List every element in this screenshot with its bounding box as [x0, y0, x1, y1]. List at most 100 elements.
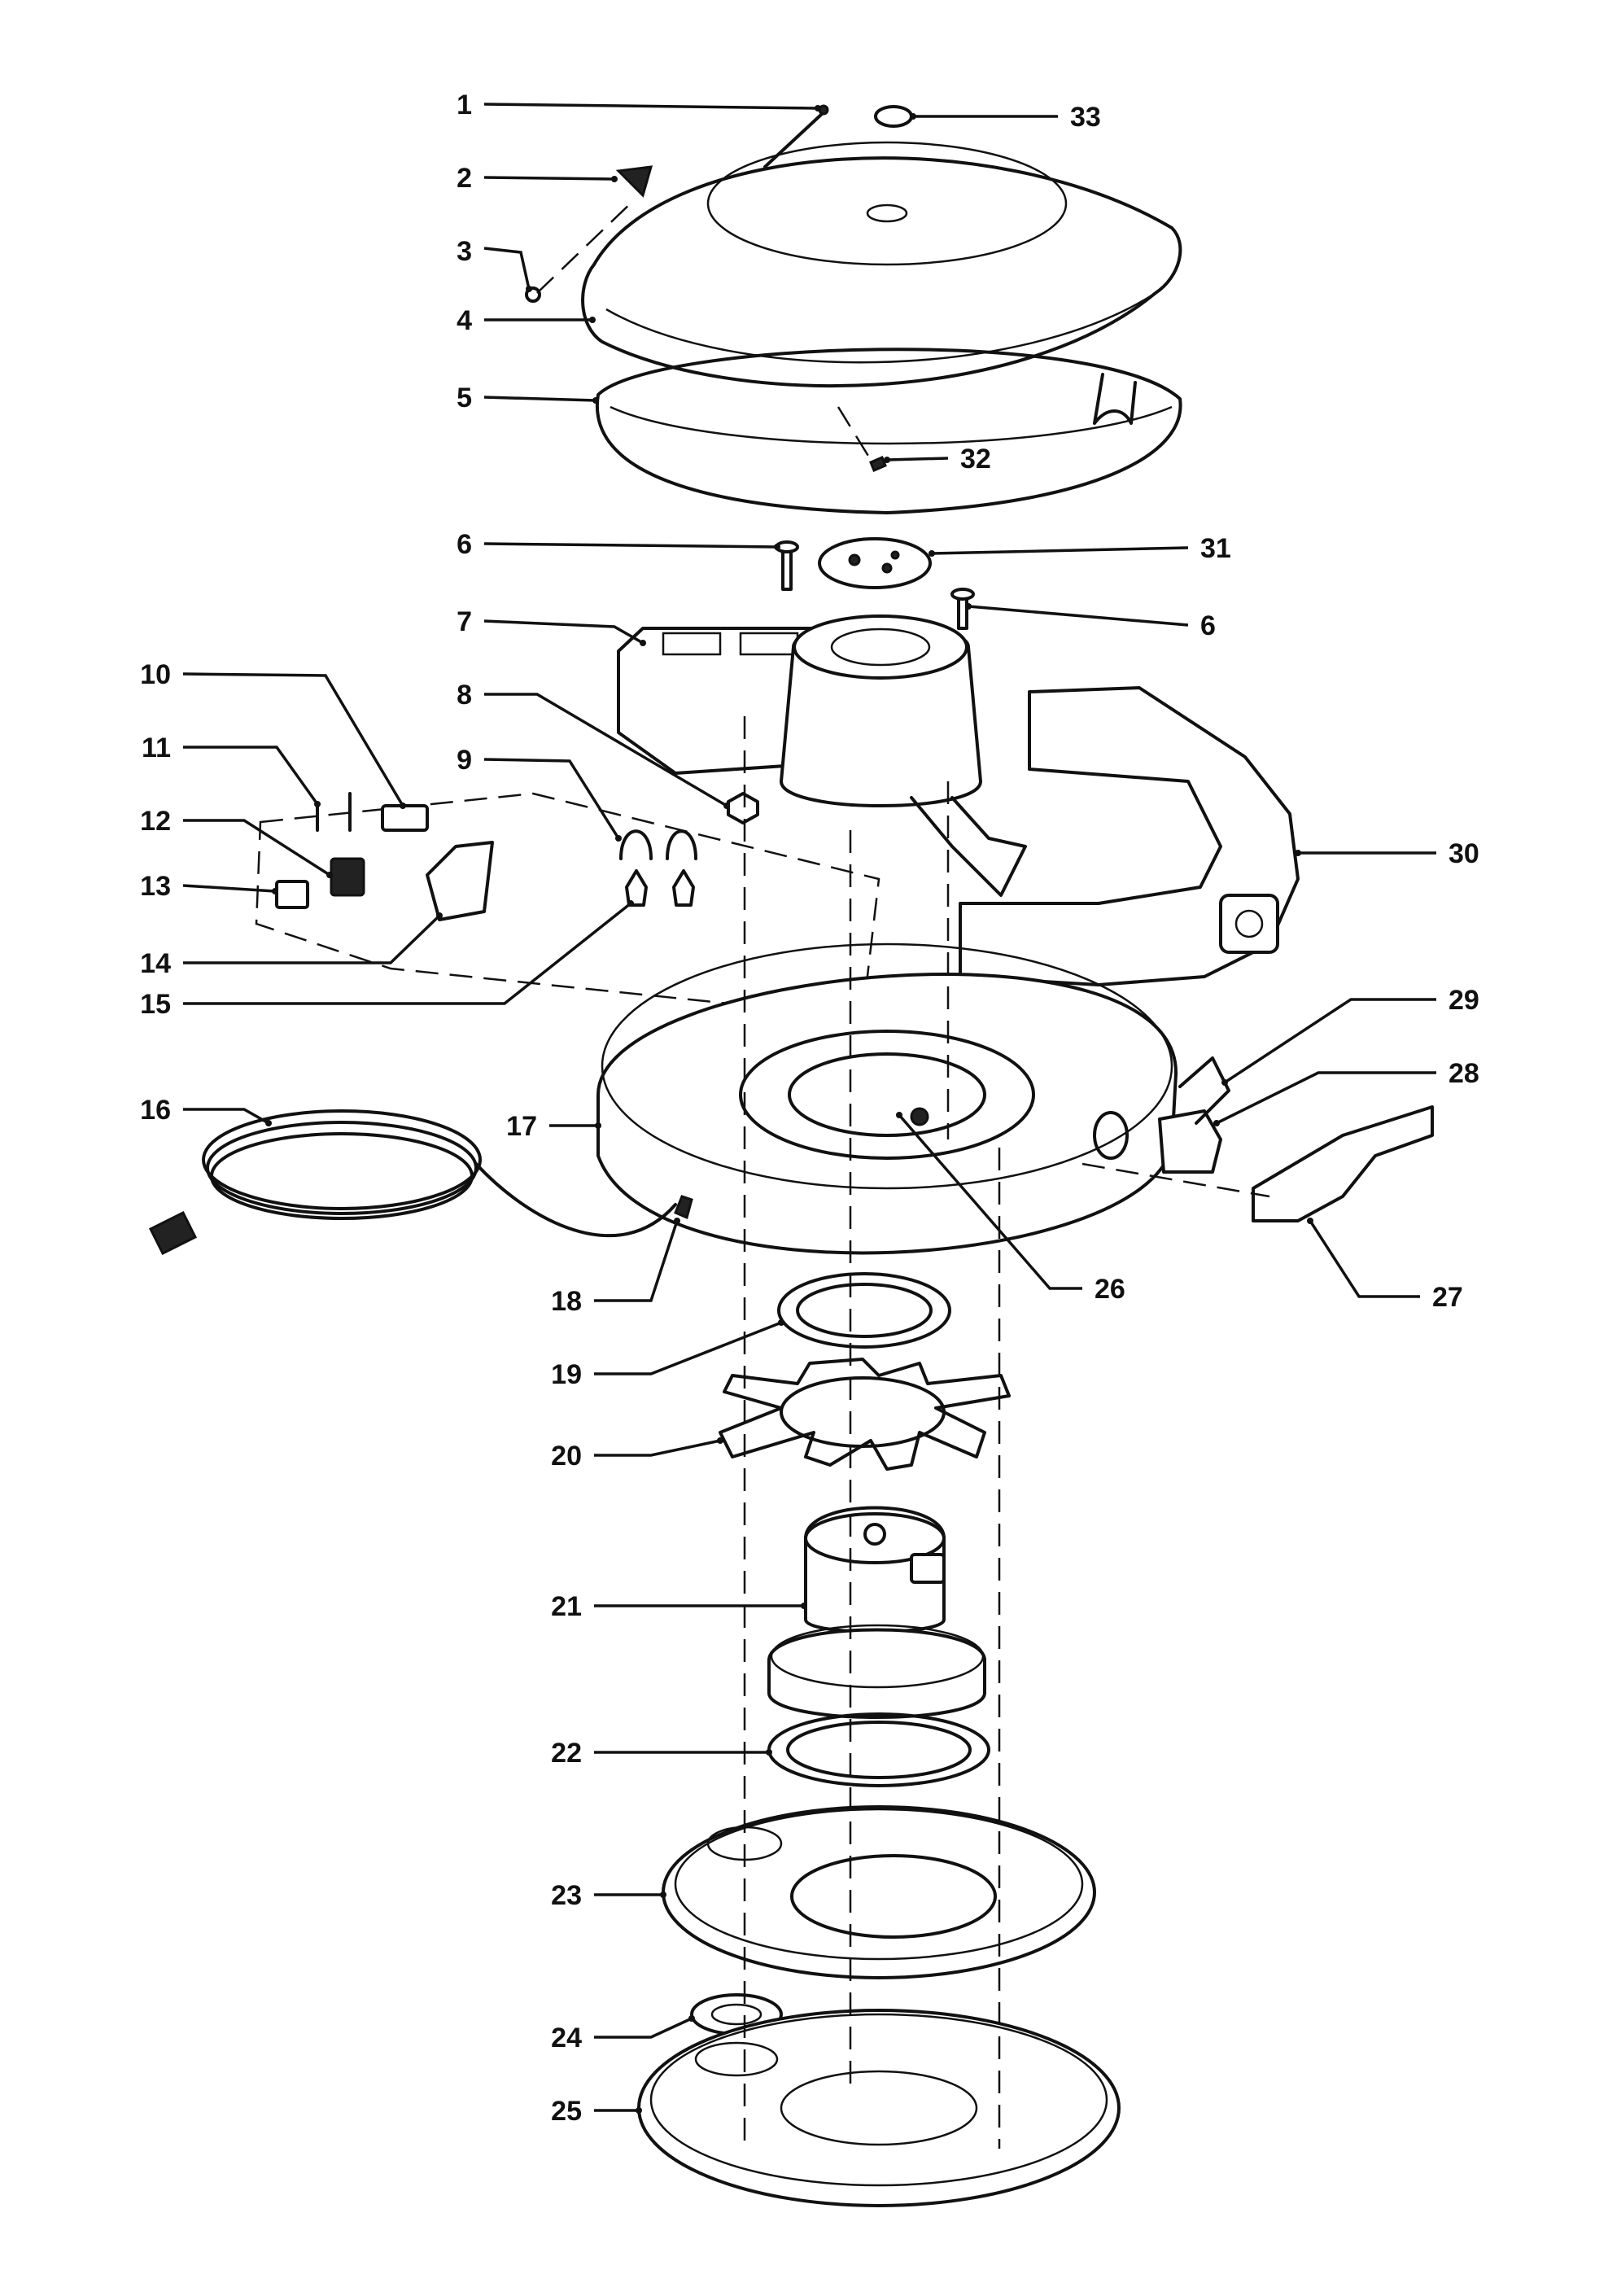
hex-nut: [727, 792, 759, 824]
gasket-inner-edge: [610, 405, 1173, 445]
mounting-plate: [662, 1805, 1096, 1979]
switch-plate: [275, 880, 309, 909]
cover-top-recess: [706, 141, 1068, 266]
leader-arrowhead-14: [436, 912, 443, 919]
leader-arrowhead-17: [595, 1122, 601, 1129]
leader-line-12: [183, 819, 330, 877]
leader-line-6: [968, 605, 1189, 627]
align-line-e: [1081, 1162, 1270, 1198]
motor-fan-housing-top: [770, 1624, 985, 1689]
carry-handle: [1252, 1105, 1434, 1222]
base-ring-assembly: [596, 942, 1434, 1255]
leader-arrowhead-6: [774, 544, 780, 550]
callout-label-14: 14: [140, 948, 171, 979]
cord-coil-3: [210, 1132, 474, 1220]
callout-label-23: 23: [551, 1880, 582, 1911]
leader-arrowhead-15: [627, 900, 634, 907]
leader-line-13: [182, 884, 276, 893]
switch-bracket: [426, 841, 494, 921]
callout-label-19: 19: [551, 1359, 582, 1390]
leader-arrowhead-7: [640, 640, 646, 646]
leader-lines: [182, 103, 1436, 2114]
callout-label-2: 2: [457, 163, 472, 194]
base-ring-outer: [596, 973, 1178, 1255]
callout-label-5: 5: [457, 383, 472, 413]
callout-label-27: 27: [1432, 1282, 1463, 1313]
callout-labels: 1234567891011121314151617181920212223242…: [140, 90, 1479, 2127]
cover-assembly: [525, 104, 1182, 514]
callout-label-21: 21: [551, 1591, 582, 1622]
callout-label-10: 10: [140, 659, 171, 690]
cover-center-hole: [866, 203, 908, 223]
bottom-cover: [637, 2009, 1121, 2207]
leader-line-24: [594, 2017, 693, 2039]
handle-bracket: [1178, 1056, 1230, 1125]
callout-label-7: 7: [457, 606, 472, 637]
leader-arrowhead-20: [717, 1437, 723, 1444]
callout-label-9: 9: [457, 745, 472, 776]
leader-arrowhead-13: [272, 888, 278, 894]
leader-line-28: [1216, 1071, 1436, 1125]
cord-tail: [474, 1162, 677, 1237]
upper-motor-gasket-inner: [796, 1283, 933, 1338]
power-cord: [148, 1109, 677, 1256]
bottom-cover-rim: [649, 2013, 1108, 2187]
leader-line-1: [483, 103, 819, 110]
callout-label-20: 20: [551, 1441, 582, 1472]
leader-arrowhead-21: [801, 1603, 807, 1609]
housing-vent-a: [662, 632, 722, 656]
leader-arrowhead-30: [1295, 850, 1301, 856]
leader-line-6: [483, 542, 778, 549]
lower-motor-gasket-inner: [786, 1721, 972, 1779]
callout-label-29: 29: [1449, 985, 1479, 1016]
cord-strain-relief: [674, 1195, 693, 1220]
leader-arrowhead-24: [688, 2015, 695, 2022]
cover-screw: [869, 456, 887, 472]
leader-arrowhead-3: [526, 286, 532, 292]
filter-housing-assembly: [617, 537, 1027, 897]
leader-line-11: [183, 746, 319, 806]
callout-label-6: 6: [1200, 610, 1216, 641]
leader-arrowhead-25: [636, 2107, 642, 2114]
leader-line-8: [484, 693, 728, 807]
leader-arrowhead-27: [1307, 1218, 1313, 1224]
hose-coupling: [1158, 1109, 1222, 1174]
leader-arrowhead-19: [778, 1319, 784, 1326]
bottom-cover-vent: [780, 2070, 978, 2146]
wire-clip-left: [619, 829, 653, 860]
callout-label-17: 17: [506, 1111, 537, 1142]
cord-coil-1: [202, 1109, 482, 1210]
leader-arrowhead-4: [589, 317, 596, 323]
switch-assembly: [255, 792, 880, 1019]
callout-label-30: 30: [1449, 838, 1479, 869]
wire-connector-right: [672, 869, 695, 907]
filter-texture-a: [848, 553, 861, 566]
leader-arrowhead-5: [592, 397, 599, 404]
hose-inlet: [1093, 1111, 1129, 1160]
leader-line-3: [483, 247, 531, 290]
upper-motor-gasket: [777, 1272, 951, 1349]
leader-line-29: [1224, 998, 1436, 1084]
leader-arrowhead-31: [929, 550, 935, 557]
leader-line-19: [594, 1321, 782, 1375]
cord-coil-2: [206, 1121, 478, 1215]
motor-shaft: [863, 1523, 886, 1546]
leader-line-2: [483, 176, 615, 181]
motor-stack: [637, 1272, 1121, 2207]
leader-line-14: [183, 914, 441, 964]
filter-texture-c: [890, 550, 900, 560]
leader-arrowhead-23: [660, 1891, 666, 1898]
leader-line-18: [594, 1220, 679, 1302]
latch-part: [615, 165, 653, 198]
callout-label-15: 15: [140, 989, 171, 1020]
fan-shroud-top: [793, 614, 968, 680]
callout-label-8: 8: [457, 680, 472, 711]
leader-arrowhead-2: [611, 176, 618, 182]
callout-label-13: 13: [140, 871, 171, 902]
motor-fan-housing: [767, 1628, 986, 1719]
cover-lower-edge: [605, 291, 1156, 364]
screw-guide-32: [837, 406, 872, 461]
callout-label-32: 32: [960, 444, 991, 475]
leader-arrowhead-12: [326, 872, 333, 878]
callout-label-28: 28: [1449, 1058, 1479, 1089]
